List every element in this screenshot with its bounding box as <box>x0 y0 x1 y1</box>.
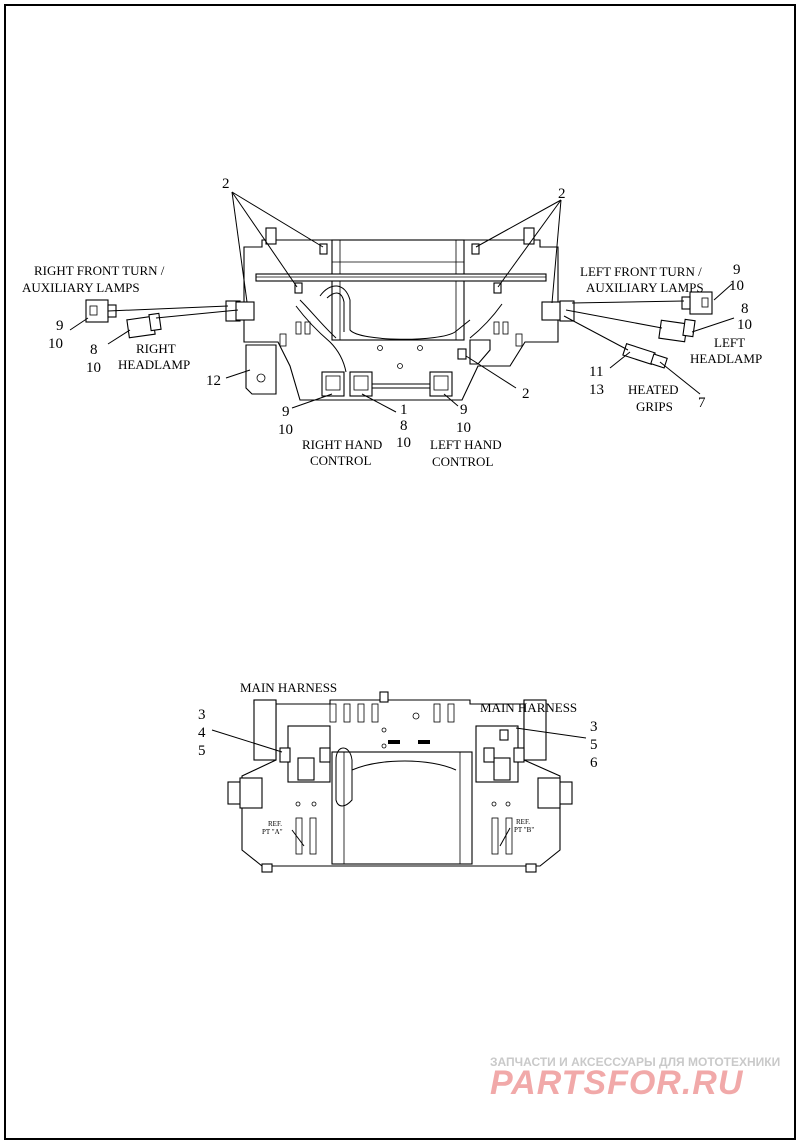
top-right-bracket <box>469 339 491 365</box>
callout-10-right-headlamp: 10 <box>86 360 101 376</box>
callout-3-left: 3 <box>198 707 206 723</box>
label-left-hand-control-2: CONTROL <box>432 454 493 469</box>
callout-9-right-turn: 9 <box>56 318 64 334</box>
label-left-front-turn-1: LEFT FRONT TURN / <box>580 264 702 279</box>
callout-11: 11 <box>589 364 603 380</box>
right-headlamp-connector <box>126 312 162 339</box>
callout-10-right-hand: 10 <box>278 422 293 438</box>
top-callouts: 2 2 RIGHT FRONT TURN / AUXILIARY LAMPS L… <box>22 176 762 469</box>
callout-9-left-hand: 9 <box>460 402 468 418</box>
right-main-harness-connector <box>493 757 511 781</box>
top-left-bracket <box>245 344 277 395</box>
label-right-headlamp-1: RIGHT <box>136 341 176 356</box>
callout-3-right: 3 <box>590 719 598 735</box>
callout-10-center: 10 <box>396 435 411 451</box>
label-main-harness-right: MAIN HARNESS <box>480 700 577 715</box>
callout-4-left: 4 <box>198 725 206 741</box>
label-ref-b-2: PT "B" <box>514 826 534 834</box>
label-ref-a-2: PT "A" <box>262 828 283 836</box>
callout-9-right-hand: 9 <box>282 404 290 420</box>
handlebar-rod <box>255 273 547 282</box>
callout-10-right-turn: 10 <box>48 336 63 352</box>
left-headlamp-connector <box>658 318 696 343</box>
watermark-logo: PARTSFOR.RU <box>490 1064 744 1102</box>
callout-2-top-left: 2 <box>222 176 230 192</box>
callout-12: 12 <box>206 373 221 389</box>
callout-10-left-headlamp: 10 <box>737 317 752 333</box>
callout-9-left-turn: 9 <box>733 262 741 278</box>
harness-loop <box>319 285 471 340</box>
callout-10-left-turn: 10 <box>729 278 744 294</box>
callout-5-right: 5 <box>590 737 598 753</box>
label-right-hand-control-1: RIGHT HAND <box>302 437 382 452</box>
label-heated-grips-1: HEATED <box>628 382 679 397</box>
bottom-assembly <box>211 691 587 873</box>
callout-8-center: 8 <box>400 418 408 434</box>
callout-7: 7 <box>698 395 706 411</box>
label-ref-b-1: REF. <box>516 818 530 826</box>
label-left-headlamp-2: HEADLAMP <box>690 351 762 366</box>
watermark-tagline: ЗАПЧАСТИ И АКСЕССУАРЫ ДЛЯ МОТОТЕХНИКИ <box>490 1055 780 1069</box>
bottom-callouts: MAIN HARNESS MAIN HARNESS 3 4 5 3 5 6 RE… <box>198 680 598 836</box>
callout-8-left-headlamp: 8 <box>741 301 749 317</box>
left-front-turn-connector <box>681 291 713 315</box>
callout-8-right-headlamp: 8 <box>90 342 98 358</box>
label-right-hand-control-2: CONTROL <box>310 453 371 468</box>
label-ref-a-1: REF. <box>268 820 282 828</box>
heated-grips-connector <box>622 342 668 369</box>
callout-1: 1 <box>400 402 408 418</box>
label-heated-grips-2: GRIPS <box>636 399 673 414</box>
label-left-headlamp-1: LEFT <box>714 335 745 350</box>
label-main-harness-left: MAIN HARNESS <box>240 680 337 695</box>
callout-13: 13 <box>589 382 604 398</box>
bottom-center-housing <box>331 751 473 865</box>
label-left-hand-control-1: LEFT HAND <box>430 437 502 452</box>
top-leader-lines <box>69 191 735 413</box>
label-right-front-turn-2: AUXILIARY LAMPS <box>22 280 140 295</box>
top-assembly <box>69 191 735 413</box>
watermark: ЗАПЧАСТИ И АКСЕССУАРЫ ДЛЯ МОТОТЕХНИКИ PA… <box>490 1055 780 1102</box>
left-main-harness-connector <box>297 757 315 781</box>
label-left-front-turn-2: AUXILIARY LAMPS <box>586 280 704 295</box>
callout-5-left: 5 <box>198 743 206 759</box>
top-center-block <box>331 239 465 341</box>
callout-10-left-hand: 10 <box>456 420 471 436</box>
callout-6-right: 6 <box>590 755 598 771</box>
callout-2-top-right: 2 <box>558 186 566 202</box>
callout-2-bottom-right: 2 <box>522 386 530 402</box>
page-border <box>4 4 796 1140</box>
label-right-headlamp-2: HEADLAMP <box>118 357 190 372</box>
label-right-front-turn-1: RIGHT FRONT TURN / <box>34 263 165 278</box>
